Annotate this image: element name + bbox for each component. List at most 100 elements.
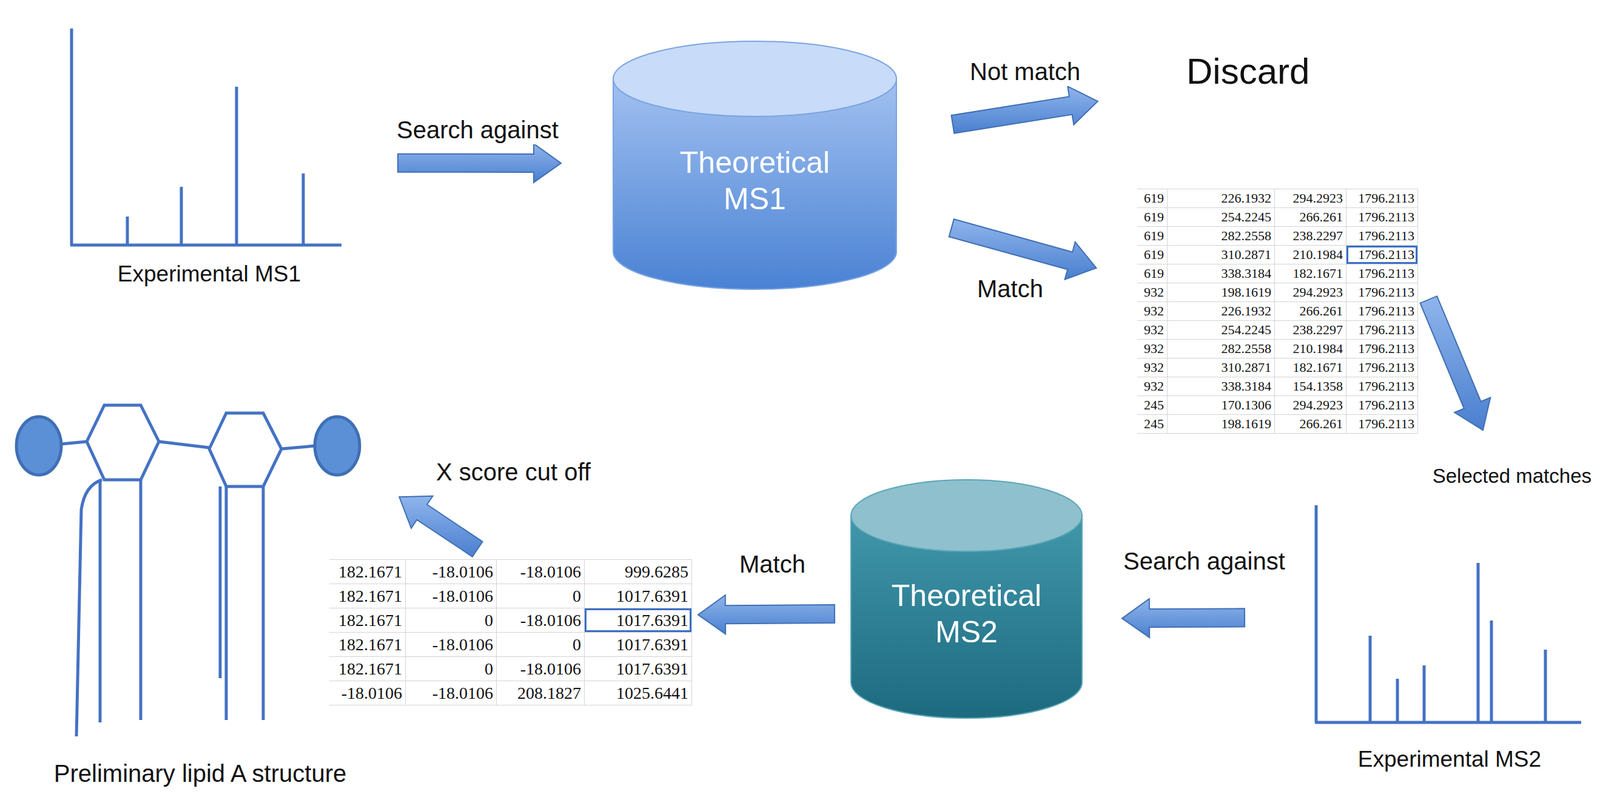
table-cell: 238.2297 <box>1274 320 1347 340</box>
hexagon <box>209 413 282 487</box>
figure-caption: Experimental MS2 <box>1357 746 1542 773</box>
arrow-label: Match <box>736 549 808 579</box>
table-cell: 182.1671 <box>1274 358 1347 378</box>
table-cell: -18.0106 <box>496 656 585 682</box>
table-cell: 182.1671 <box>1274 264 1347 284</box>
table-cell: 1017.6391 <box>584 632 693 657</box>
table-cell: 1796.2113 <box>1346 377 1419 397</box>
block-arrow <box>1420 295 1491 431</box>
cylinder-top <box>613 41 897 117</box>
table-cell: 266.261 <box>1274 302 1347 321</box>
table-cell: 1796.2113 <box>1346 264 1419 284</box>
table-cell: 226.1932 <box>1167 302 1275 321</box>
table-cell: 1796.2113 <box>1346 189 1419 209</box>
table-cell: 1017.6391 <box>584 656 693 682</box>
table-cell: -18.0106 <box>405 584 497 609</box>
peak <box>235 86 239 246</box>
table-cell: 1796.2113 <box>1346 245 1419 265</box>
arrow-shape <box>397 143 562 183</box>
table-cell: 619 <box>1137 226 1168 246</box>
bond <box>281 445 316 449</box>
figure-caption: Preliminary lipid A structure <box>53 758 347 788</box>
table-cell: 182.1671 <box>329 608 406 633</box>
table-cell: 198.1619 <box>1167 283 1275 303</box>
text-node: Discard <box>1182 48 1314 95</box>
acyl-chain <box>218 486 222 679</box>
peak <box>180 186 184 246</box>
table-cell: 182.1671 <box>329 584 406 609</box>
arrow-shape <box>698 594 835 634</box>
table-cell: 294.2923 <box>1274 396 1347 415</box>
arrow-shape <box>1122 598 1245 638</box>
table-cell: 1796.2113 <box>1346 320 1419 340</box>
table-cell: -18.0106 <box>329 681 406 706</box>
arrow-shape <box>399 496 483 557</box>
database-label: Theoretical MS1 <box>664 144 847 218</box>
arrow-shape <box>1420 295 1491 431</box>
table-cell: 245 <box>1137 414 1168 434</box>
ms1-spectrum <box>70 28 342 246</box>
table-cell: -18.0106 <box>496 608 585 633</box>
table-cell: 266.261 <box>1274 208 1347 227</box>
ms2-spectrum <box>1314 505 1582 723</box>
peak <box>1368 635 1372 723</box>
table-cell: 208.1827 <box>496 681 585 706</box>
table-cell: 226.1932 <box>1167 189 1275 209</box>
result-table: 182.1671-18.0106-18.0106999.6285182.1671… <box>329 559 693 706</box>
node-label: Discard <box>1186 50 1310 92</box>
peak <box>1476 562 1480 723</box>
table-cell: 0 <box>496 632 585 657</box>
table-cell: 932 <box>1137 302 1168 321</box>
table-cell: 0 <box>496 584 585 609</box>
arrow-label: Not match <box>967 57 1083 87</box>
figure-caption: Experimental MS1 <box>117 260 301 288</box>
table-cell: 338.3184 <box>1167 264 1275 284</box>
table-cell: 1796.2113 <box>1346 208 1419 227</box>
table-cell: 619 <box>1137 264 1168 284</box>
table-cell: 1796.2113 <box>1346 358 1419 378</box>
table-cell: 932 <box>1137 339 1168 359</box>
table-cell: -18.0106 <box>405 632 497 657</box>
table-cell: 238.2297 <box>1274 226 1347 246</box>
table-cell: 310.2871 <box>1167 245 1275 265</box>
lipid-a-drawing <box>16 405 360 737</box>
table-cell: -18.0106 <box>496 559 585 585</box>
acyl-chain <box>262 486 266 720</box>
table-cell: 1017.6391 <box>584 608 693 633</box>
table-cell: 310.2871 <box>1167 358 1275 378</box>
peak <box>1544 649 1548 723</box>
table-cell: 294.2923 <box>1274 283 1347 303</box>
axis <box>1314 505 1318 723</box>
figure-panel: Experimental MS1 <box>66 24 352 292</box>
table-cell: 1017.6391 <box>584 584 693 609</box>
block-arrow <box>1122 598 1245 638</box>
database-cylinder: Theoretical MS2 <box>849 479 1084 720</box>
table-cell: 198.1619 <box>1167 414 1275 434</box>
table-cell: 182.1671 <box>329 559 406 585</box>
table-cell: 932 <box>1137 320 1168 340</box>
table-cell: 619 <box>1137 189 1168 209</box>
block-arrow <box>698 594 835 634</box>
note-label: Selected matches <box>1430 464 1594 488</box>
table-cell: 932 <box>1137 377 1168 397</box>
table-cell: 210.1984 <box>1274 339 1347 359</box>
table-cell: 282.2558 <box>1167 339 1275 359</box>
table-cell: 182.1671 <box>329 656 406 682</box>
hexagon <box>86 405 159 480</box>
table-cell: 1796.2113 <box>1346 226 1419 246</box>
database-label: Theoretical MS2 <box>875 577 1058 651</box>
table-cell: 0 <box>405 608 497 633</box>
block-arrow <box>951 86 1098 133</box>
table-cell: -18.0106 <box>405 681 497 706</box>
arrow-shape <box>949 218 1097 279</box>
table-cell: 932 <box>1137 358 1168 378</box>
result-table: 619226.1932294.29231796.2113619254.22452… <box>1137 188 1419 434</box>
arrow-label: X score cut off <box>433 457 594 487</box>
peak <box>126 216 130 246</box>
table-cell: 1796.2113 <box>1346 283 1419 303</box>
table-cell: 154.1358 <box>1274 377 1347 397</box>
peak <box>1422 665 1426 723</box>
figure-panel: Preliminary lipid A structure <box>6 394 395 792</box>
peak <box>1490 620 1494 723</box>
block-arrow <box>399 496 483 557</box>
